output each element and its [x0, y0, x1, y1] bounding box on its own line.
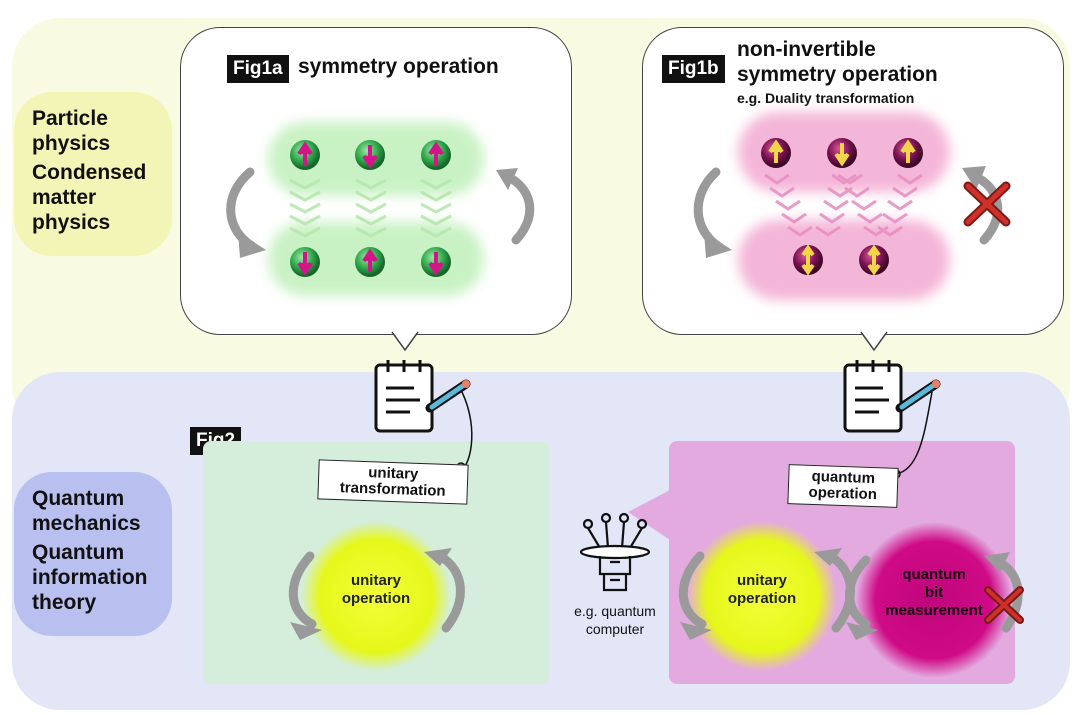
region-label-quantum-mechanics: Quantum mechanics: [32, 487, 141, 535]
fig1b-chevron-traces: [764, 173, 923, 237]
pencil-icon: [425, 379, 471, 413]
circle-text-line: operation: [341, 590, 411, 607]
spin-up-icon: [761, 138, 791, 168]
region-label-quantum-information: Quantum information theory: [32, 541, 148, 614]
circle-text-line: unitary: [350, 572, 401, 589]
fig1a-spins: [290, 140, 451, 277]
unitary-operation-circle-right: [687, 521, 837, 671]
circle-text-line: operation: [727, 590, 797, 607]
spin-up-icon: [893, 138, 923, 168]
quantum-panel-pointer: [628, 490, 670, 540]
curved-arrow-icon: [424, 548, 465, 633]
pencil-string-left: [457, 391, 473, 473]
spin-up-icon: [355, 247, 385, 277]
qubit-measurement-circle: [856, 522, 1012, 678]
curved-arrow-icon: [962, 166, 1003, 245]
unitary-operation-circle: [301, 521, 451, 671]
fig1b-tag: Fig1b: [662, 55, 725, 83]
spin-down-icon: [827, 138, 857, 168]
spin-up-icon: [290, 140, 320, 170]
fig1b-subtitle: e.g. Duality transformation: [737, 90, 915, 106]
note-line: transformation: [339, 479, 446, 500]
cross-icon: [984, 586, 1024, 624]
curved-arrow-icon: [845, 555, 878, 640]
fig1b-lower-band: [738, 220, 950, 300]
pencil-icon: [895, 379, 941, 413]
spin-down-icon: [421, 247, 451, 277]
cross-icon: [963, 181, 1011, 227]
circle-text-line: bit: [924, 584, 944, 601]
curved-arrow-icon: [678, 551, 712, 640]
unitary-operation-text: unitary operation: [326, 572, 426, 608]
unitary-transformation-note: unitary transformation: [317, 459, 469, 505]
curved-arrow-icon: [496, 168, 535, 245]
qubit-measurement-text: quantum bit measurement: [874, 566, 994, 620]
region-label-condensed-matter: Condensed matter physics: [32, 161, 147, 234]
circle-text-line: measurement: [885, 602, 983, 619]
fig1a-title: symmetry operation: [298, 55, 499, 78]
quantum-computer-icon: [579, 512, 651, 592]
caption-line: e.g. quantum: [574, 603, 656, 619]
fig1b-bubble-tail: [860, 331, 888, 352]
fig1b-title-line1: non-invertible: [737, 38, 876, 61]
fig1a-chevron-traces: [289, 178, 452, 238]
spin-updown-icon: [859, 244, 889, 276]
spin-down-icon: [355, 140, 385, 170]
curved-arrow-icon: [288, 551, 322, 640]
unitary-operation-text-right: unitary operation: [712, 572, 812, 608]
curved-arrow-icon: [226, 167, 266, 258]
fig1a-tag: Fig1a: [227, 55, 289, 83]
particle-physics-label: Particle physics Condensed matter physic…: [14, 92, 172, 256]
note-line: operation: [808, 483, 878, 504]
spin-down-icon: [290, 247, 320, 277]
quantum-operation-note: quantum operation: [787, 464, 899, 508]
curved-arrow-icon: [693, 167, 732, 258]
spin-updown-icon: [793, 244, 823, 276]
fig1a-bubble-tail: [391, 331, 419, 352]
circle-text-line: quantum: [902, 566, 966, 583]
notepad-icon: [374, 360, 434, 433]
quantum-computer-caption: e.g. quantum computer: [556, 602, 674, 638]
circle-text-line: unitary: [736, 572, 787, 589]
fig1b-spins: [761, 138, 923, 276]
quantum-mechanics-label: Quantum mechanics Quantum information th…: [14, 472, 172, 636]
fig1b-title-line2: symmetry operation: [737, 63, 938, 86]
spin-up-icon: [421, 140, 451, 170]
caption-line: computer: [585, 621, 645, 637]
notepad-icon: [843, 360, 903, 433]
pencil-string-right: [895, 391, 933, 475]
region-label-particle-physics: Particle physics: [32, 107, 111, 155]
